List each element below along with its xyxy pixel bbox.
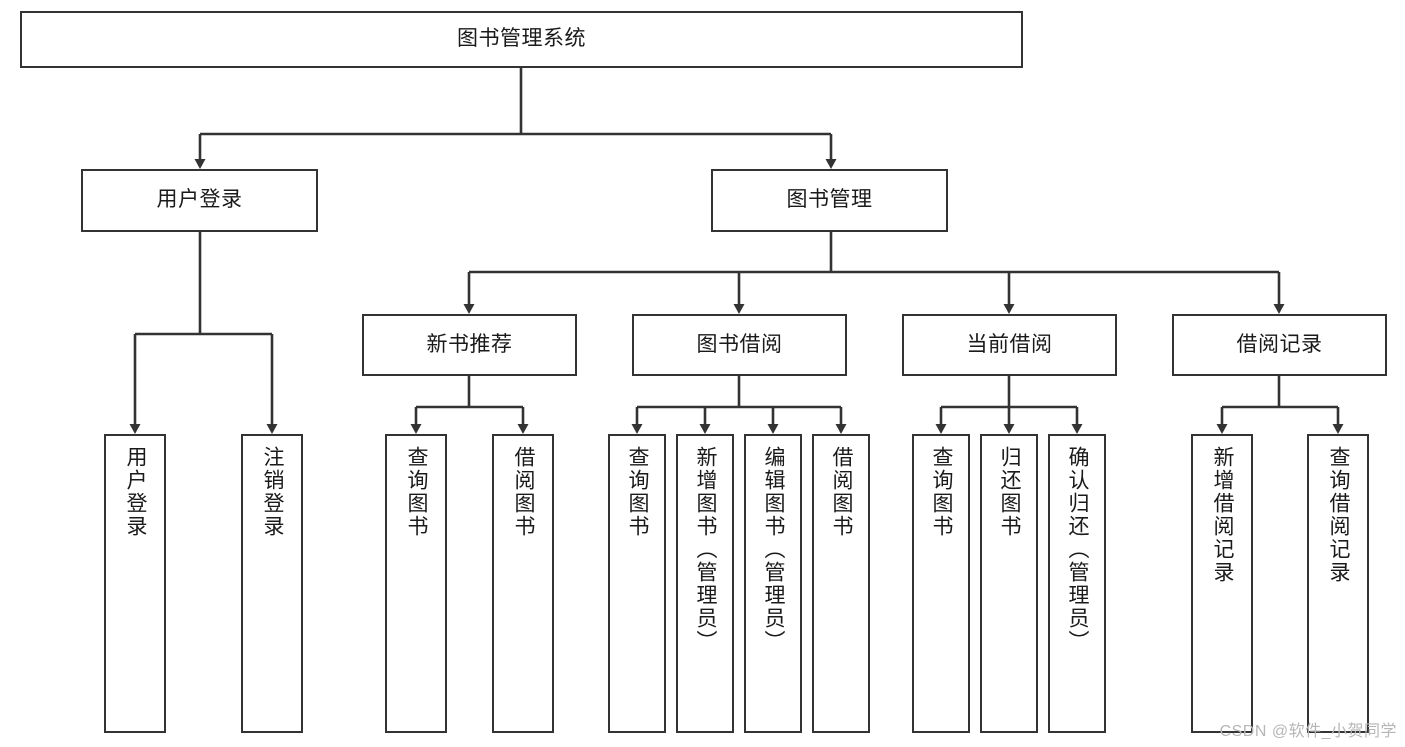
node-leaf-return-book-label: 归还图书 (998, 446, 1022, 538)
node-root-label: 图书管理系统 (457, 27, 586, 51)
node-leaf-add-record[interactable]: 新增借阅记录 (1191, 434, 1253, 733)
node-leaf-borrow-book-1-label: 借阅图书 (512, 446, 536, 538)
node-leaf-query-book-1[interactable]: 查询图书 (385, 434, 447, 733)
node-book-manage-label: 图书管理 (786, 188, 873, 212)
node-leaf-query-record-label: 查询借阅记录 (1327, 446, 1351, 584)
node-borrow-record-label: 借阅记录 (1236, 332, 1323, 356)
node-leaf-add-book-label: 新增图书（管理员） (694, 446, 718, 653)
node-new-book-recommend-label: 新书推荐 (426, 332, 513, 356)
node-leaf-query-book-2[interactable]: 查询图书 (608, 434, 666, 733)
node-current-borrow-label: 当前借阅 (966, 332, 1053, 356)
node-leaf-query-record[interactable]: 查询借阅记录 (1307, 434, 1369, 733)
node-leaf-borrow-book-2-label: 借阅图书 (830, 446, 854, 538)
node-leaf-user-login[interactable]: 用户登录 (104, 434, 166, 733)
node-user-login[interactable]: 用户登录 (81, 169, 318, 232)
node-leaf-user-logout[interactable]: 注销登录 (241, 434, 303, 733)
node-new-book-recommend[interactable]: 新书推荐 (362, 314, 577, 376)
node-leaf-user-login-label: 用户登录 (124, 446, 148, 538)
node-leaf-query-book-3[interactable]: 查询图书 (912, 434, 970, 733)
node-leaf-add-book[interactable]: 新增图书（管理员） (676, 434, 734, 733)
node-user-login-label: 用户登录 (156, 188, 243, 212)
node-leaf-borrow-book-2[interactable]: 借阅图书 (812, 434, 870, 733)
node-book-borrow-label: 图书借阅 (696, 332, 783, 356)
node-leaf-user-logout-label: 注销登录 (261, 446, 285, 538)
node-book-manage[interactable]: 图书管理 (711, 169, 948, 232)
node-leaf-return-book[interactable]: 归还图书 (980, 434, 1038, 733)
node-leaf-edit-book-label: 编辑图书（管理员） (762, 446, 786, 653)
node-borrow-record[interactable]: 借阅记录 (1172, 314, 1387, 376)
node-book-borrow[interactable]: 图书借阅 (632, 314, 847, 376)
node-leaf-query-book-2-label: 查询图书 (626, 446, 650, 538)
node-leaf-borrow-book-1[interactable]: 借阅图书 (492, 434, 554, 733)
node-root[interactable]: 图书管理系统 (20, 11, 1023, 68)
node-current-borrow[interactable]: 当前借阅 (902, 314, 1117, 376)
node-leaf-query-book-1-label: 查询图书 (405, 446, 429, 538)
node-leaf-add-record-label: 新增借阅记录 (1211, 446, 1235, 584)
node-leaf-confirm-return[interactable]: 确认归还（管理员） (1048, 434, 1106, 733)
node-leaf-query-book-3-label: 查询图书 (930, 446, 954, 538)
node-leaf-confirm-return-label: 确认归还（管理员） (1066, 446, 1090, 653)
node-leaf-edit-book[interactable]: 编辑图书（管理员） (744, 434, 802, 733)
csdn-watermark: CSDN @软件_小贺同学 (1219, 723, 1397, 740)
